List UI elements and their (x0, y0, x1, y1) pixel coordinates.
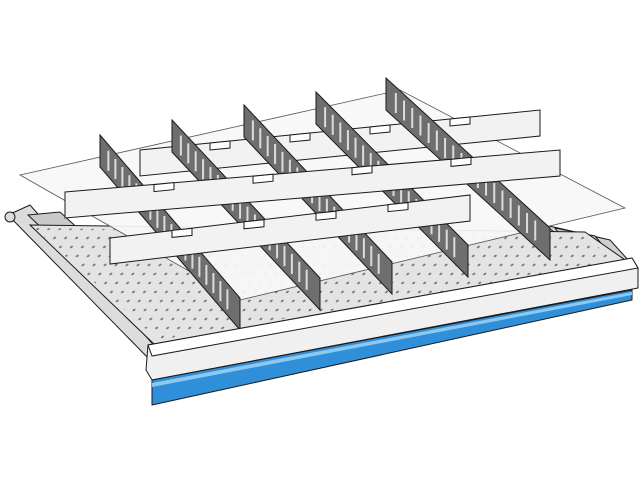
drawer-latch (4, 211, 16, 223)
front-blue-strip-highlight (152, 292, 632, 387)
divider-tab (243, 219, 265, 230)
divider-tab (449, 116, 471, 127)
divider-tab (369, 124, 391, 135)
cross-divider (64, 149, 561, 219)
divider-tab (252, 173, 274, 184)
dividers-group (64, 76, 561, 332)
divider-tab (171, 227, 193, 238)
divider-tab (209, 140, 231, 151)
divider-tab (387, 202, 409, 213)
cross-divider (109, 194, 471, 265)
divider-tab (351, 165, 373, 176)
long-divider (243, 103, 393, 296)
divider-tab (289, 132, 311, 143)
front-blue-strip (151, 289, 633, 406)
divider-tab (153, 182, 175, 193)
divider-tab (450, 156, 472, 167)
divider-tab (315, 210, 337, 221)
drawer-front-lip (147, 257, 639, 357)
